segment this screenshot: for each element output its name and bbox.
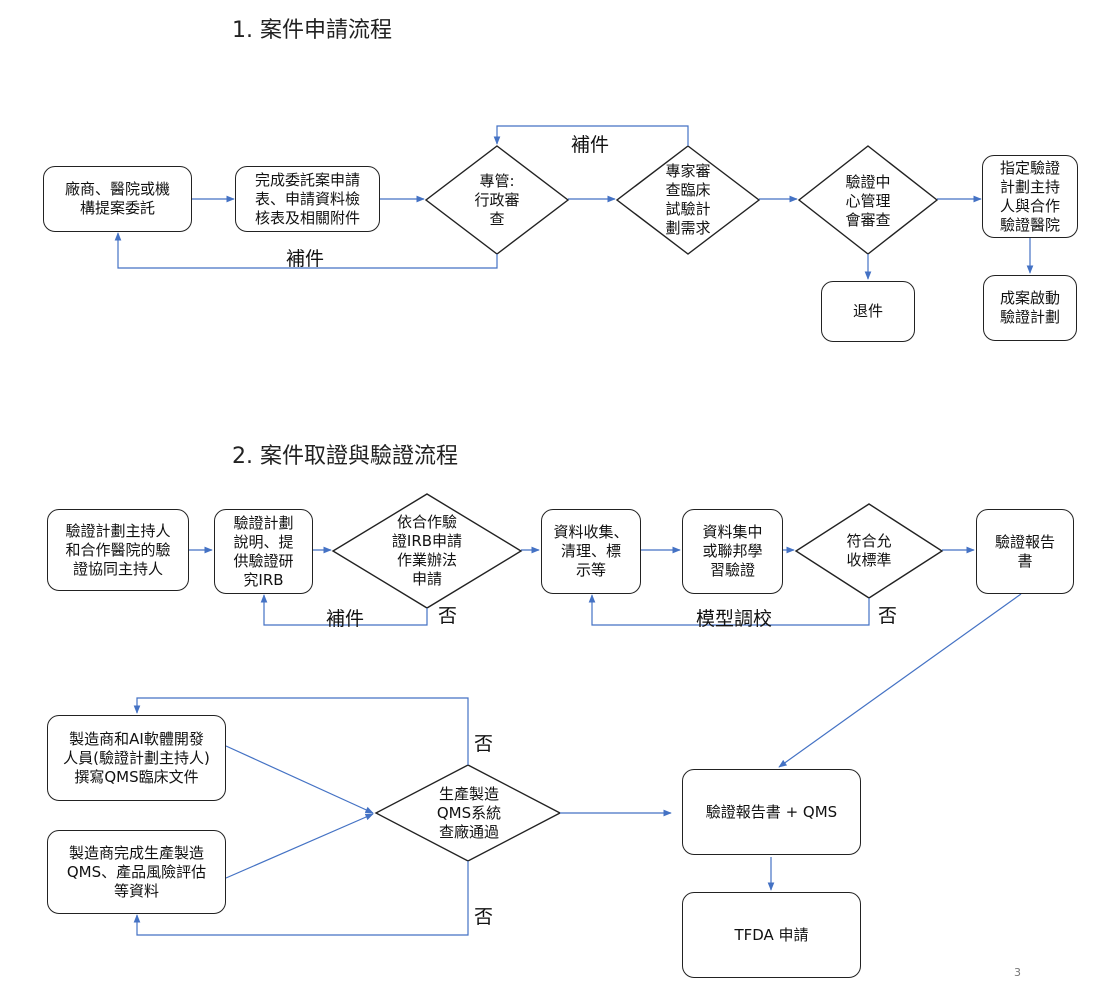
node-report-qms: 驗證報告書 + QMS (682, 769, 861, 855)
node-center-committee: 驗證中 心管理 會審查 (845, 172, 891, 229)
node-case-start: 成案啟動 驗證計劃 (983, 275, 1077, 341)
page-number: 3 (1014, 966, 1021, 979)
node-qms-audit: 生產製造 QMS系統 查廠通過 (436, 784, 502, 841)
node-validation-report: 驗證報告 書 (976, 509, 1074, 594)
label-supplement: 補件 (326, 608, 365, 630)
node-explain-irb: 驗證計劃 說明、提 供驗證研 究IRB (214, 509, 313, 594)
node-irb-apply: 依合作驗 證IRB申請 作業辦法 申請 (391, 513, 463, 588)
edge-irb-no-loop (260, 594, 428, 626)
node-tfda: TFDA 申請 (682, 892, 861, 978)
node-meets-criteria: 符合允 收標準 (846, 532, 892, 569)
expert-review-diamond (615, 145, 761, 255)
edge-qms-data-to-audit (225, 813, 374, 879)
node-qms-data: 製造商完成生產製造 QMS、產品風險評估 等資料 (47, 830, 226, 914)
edge-admin-supplement-loop (114, 232, 498, 269)
edge-audit-no-top-loop (133, 697, 469, 765)
node-qms-docs: 製造商和AI軟體開發 人員(驗證計劃主持人) 撰寫QMS臨床文件 (47, 715, 226, 801)
label-no-irb: 否 (438, 605, 458, 627)
label-supplement-bottom: 補件 (286, 248, 325, 270)
section1-title: 1. 案件申請流程 (232, 18, 392, 43)
node-reject: 退件 (821, 281, 915, 342)
edge-audit-no-bottom-loop (133, 861, 469, 936)
node-vendor-submit: 廠商、醫院或機 構提案委託 (43, 166, 192, 232)
section2-title: 2. 案件取證與驗證流程 (232, 444, 458, 469)
label-no-bottom: 否 (474, 906, 494, 928)
edge-criteria-no-loop (588, 594, 870, 626)
node-expert-review: 專家審 查臨床 試驗計 劃需求 (665, 162, 711, 237)
node-data-validate: 資料集中 或聯邦學 習驗證 (682, 509, 783, 594)
node-data-collect: 資料收集、 清理、標 示等 (541, 509, 641, 594)
edge-expert-supplement-loop (493, 125, 689, 146)
label-model-tuning: 模型調校 (696, 608, 773, 630)
node-pi-coinvestigator: 驗證計劃主持人 和合作醫院的驗 證協同主持人 (47, 509, 189, 591)
edge-qms-docs-to-audit (225, 745, 374, 814)
node-admin-review: 專管: 行政審 查 (474, 171, 520, 228)
node-complete-form: 完成委託案申請 表、申請資料檢 核表及相關附件 (235, 166, 380, 232)
node-assign-pi: 指定驗證 計劃主持 人與合作 驗證醫院 (982, 155, 1078, 238)
label-supplement-top: 補件 (571, 134, 610, 156)
label-no-top: 否 (474, 733, 494, 755)
edge-report-to-report-qms (778, 593, 1022, 768)
label-no-criteria: 否 (878, 605, 898, 627)
